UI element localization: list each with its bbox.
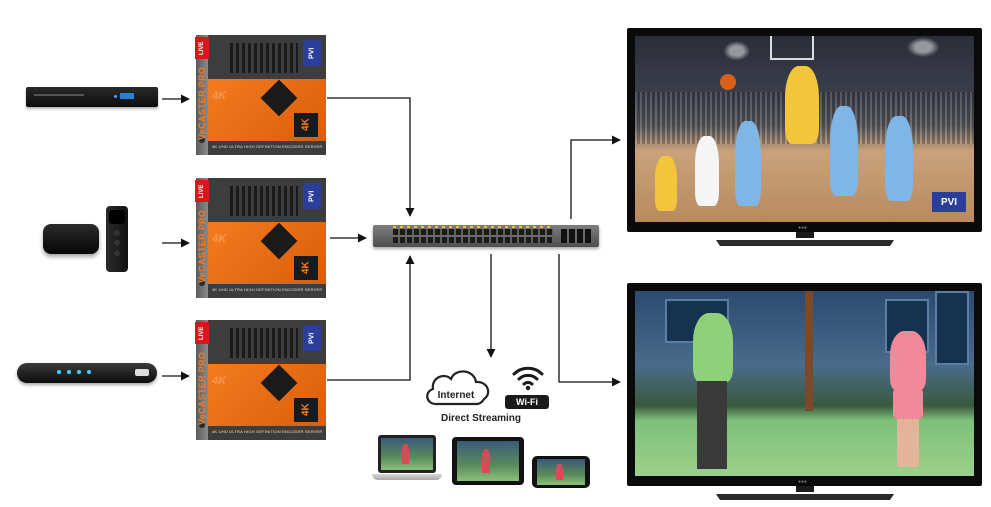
encoder-3: 4K UHD ULTRA HIGH DEFINITION ENCODER SER… bbox=[195, 320, 326, 440]
wifi-label: Wi-Fi bbox=[505, 395, 549, 409]
tv-stand-bottom bbox=[716, 486, 894, 500]
encoder-4k-badge: 4K bbox=[294, 113, 318, 137]
arrow-encoder3-to-switch bbox=[327, 255, 415, 381]
tv-pvi-badge: PVI bbox=[932, 192, 966, 212]
tv-brand-logo: ●●● bbox=[798, 479, 808, 485]
tv-stand-top bbox=[716, 232, 894, 246]
encoder-4k-label: 4K bbox=[212, 233, 227, 245]
tv-screen-golf bbox=[635, 291, 974, 476]
encoder-brand: VeCASTER PRO bbox=[197, 209, 207, 283]
encoder-live-badge: LIVE bbox=[195, 37, 209, 59]
arrow-switch-to-tv-bottom bbox=[558, 254, 621, 387]
direct-streaming-label: Direct Streaming bbox=[441, 413, 522, 424]
encoder-pvi-badge: PVI bbox=[303, 183, 321, 209]
basketball-icon bbox=[720, 74, 736, 90]
cloud-icon bbox=[426, 370, 490, 406]
basketball-hoop-icon bbox=[770, 36, 814, 60]
arrow-switch-to-tv-top bbox=[570, 135, 621, 219]
apple-tv-icon bbox=[43, 224, 99, 254]
encoder-description: 4K UHD ULTRA HIGH DEFINITION ENCODER SER… bbox=[212, 287, 323, 292]
internet-label: Internet bbox=[437, 390, 475, 401]
encoder-live-badge: LIVE bbox=[195, 322, 209, 344]
encoder-description: 4K UHD ULTRA HIGH DEFINITION ENCODER SER… bbox=[212, 429, 323, 434]
network-switch-icon bbox=[373, 225, 599, 247]
set-top-box-icon bbox=[17, 363, 157, 383]
encoder-4k-badge: 4K bbox=[294, 398, 318, 422]
tv-display-top: PVI ●●● bbox=[627, 28, 982, 232]
encoder-description: 4K UHD ULTRA HIGH DEFINITION ENCODER SER… bbox=[212, 144, 323, 149]
tv-display-bottom: ●●● bbox=[627, 283, 982, 486]
tv-screen-basketball: PVI bbox=[635, 36, 974, 222]
laptop-icon bbox=[372, 435, 442, 485]
wifi-icon bbox=[512, 366, 544, 391]
smartphone-icon bbox=[532, 456, 590, 488]
tv-brand-logo: ●●● bbox=[798, 225, 808, 231]
encoder-4k-badge: 4K bbox=[294, 256, 318, 280]
tablet-icon bbox=[452, 437, 524, 485]
arrow-encoder1-to-switch bbox=[327, 97, 415, 217]
remote-control-icon bbox=[106, 206, 128, 272]
encoder-pvi-badge: PVI bbox=[303, 325, 321, 351]
encoder-pvi-badge: PVI bbox=[303, 40, 321, 66]
encoder-4k-label: 4K bbox=[212, 90, 227, 102]
encoder-brand: VeCASTER PRO bbox=[197, 351, 207, 425]
encoder-brand: VeCASTER PRO bbox=[197, 66, 207, 140]
bluray-player-icon bbox=[26, 87, 158, 107]
encoder-1: 4K UHD ULTRA HIGH DEFINITION ENCODER SER… bbox=[195, 35, 326, 155]
encoder-live-badge: LIVE bbox=[195, 180, 209, 202]
encoder-4k-label: 4K bbox=[212, 375, 227, 387]
encoder-2: 4K UHD ULTRA HIGH DEFINITION ENCODER SER… bbox=[195, 178, 326, 298]
